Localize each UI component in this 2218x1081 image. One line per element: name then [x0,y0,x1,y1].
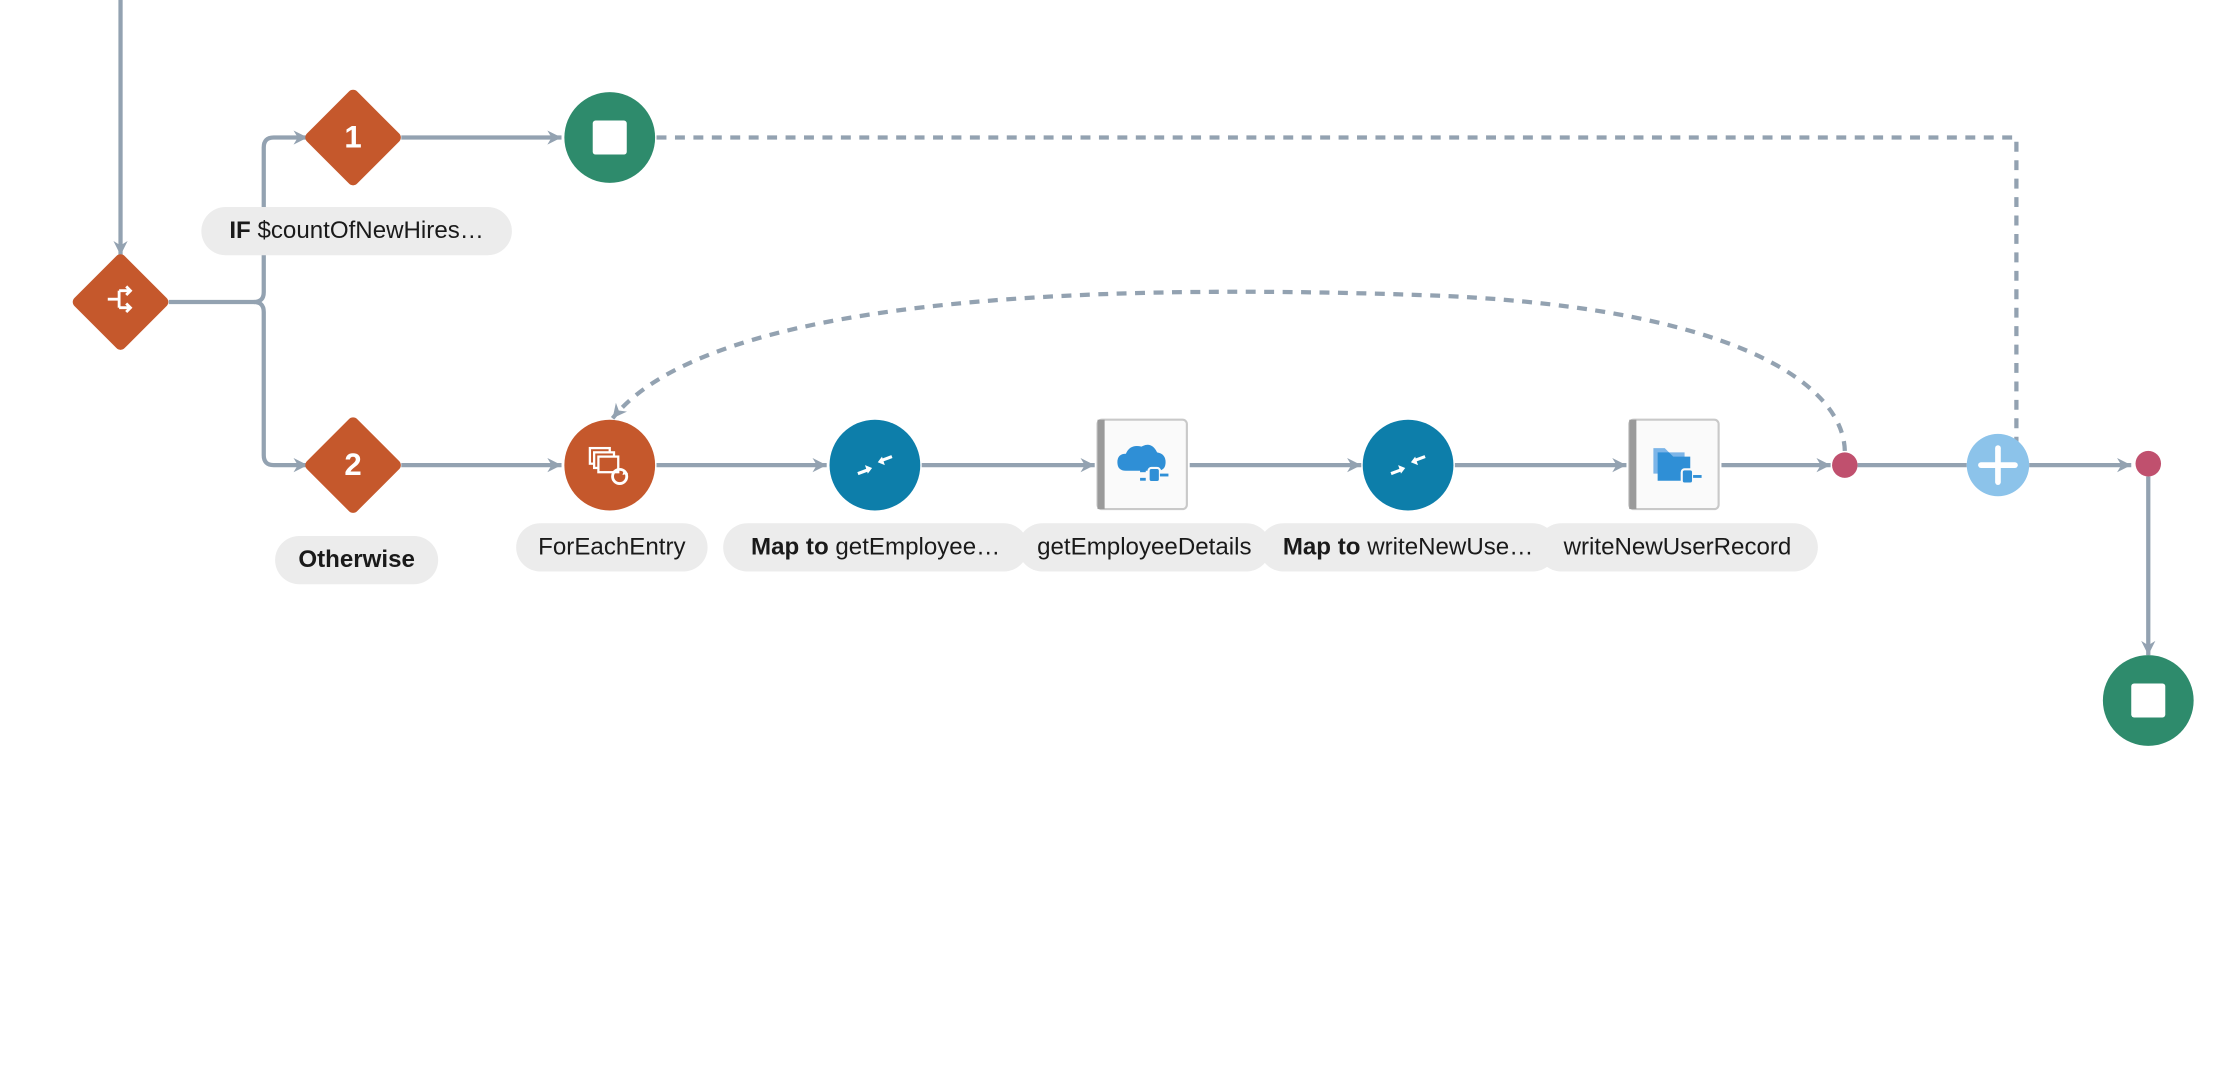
loop-back-connector [610,289,1847,451]
step-label-map-1[interactable]: Map to getEmployee… [723,523,1029,572]
branch-2-label[interactable]: Otherwise [275,536,439,585]
step-label-invoke-2[interactable]: writeNewUserRecord [1537,523,1818,572]
plus-icon [1978,445,2018,485]
condition-keyword: IF [229,216,251,244]
branch-1-condition-label[interactable]: IF $countOfNewHires… [201,207,512,256]
map-icon [857,455,893,476]
map-node-2[interactable] [1362,419,1454,511]
branch-connector-2 [253,299,308,473]
stop-icon [592,120,627,155]
stop-icon [2131,683,2166,718]
flow-diagram: 1 2 [70,0,2194,746]
junction-dot-1 [1832,452,1858,478]
for-each-icon [588,446,629,485]
file-adapter-icon [1653,448,1702,485]
branch-2-number: 2 [344,447,361,482]
branch-1-number: 1 [344,119,361,154]
stop-dashed-connector [656,135,2019,463]
invoke-node-1[interactable] [1096,418,1188,511]
switch-node[interactable] [70,252,170,352]
invoke-node-2[interactable] [1628,418,1720,511]
for-each-node[interactable] [564,419,656,511]
switch-icon [107,285,133,313]
stop-node-top[interactable] [564,92,656,183]
condition-text: $countOfNewHires… [257,216,484,244]
junction-dot-2 [2135,450,2162,477]
otherwise-label: Otherwise [298,545,415,573]
stop-node-bottom[interactable] [2102,655,2194,746]
branch-2-node[interactable]: 2 [303,415,403,515]
step-label-map-2[interactable]: Map to writeNewUse… [1259,523,1557,572]
add-node[interactable] [1966,433,2030,497]
branch-1-node[interactable]: 1 [303,87,403,187]
step-label-invoke-1[interactable]: getEmployeeDetails [1018,523,1271,572]
step-label-for-each[interactable]: ForEachEntry [516,523,708,572]
map-icon [1390,455,1426,476]
map-node-1[interactable] [829,419,921,511]
cloud-adapter-icon [1117,444,1169,484]
